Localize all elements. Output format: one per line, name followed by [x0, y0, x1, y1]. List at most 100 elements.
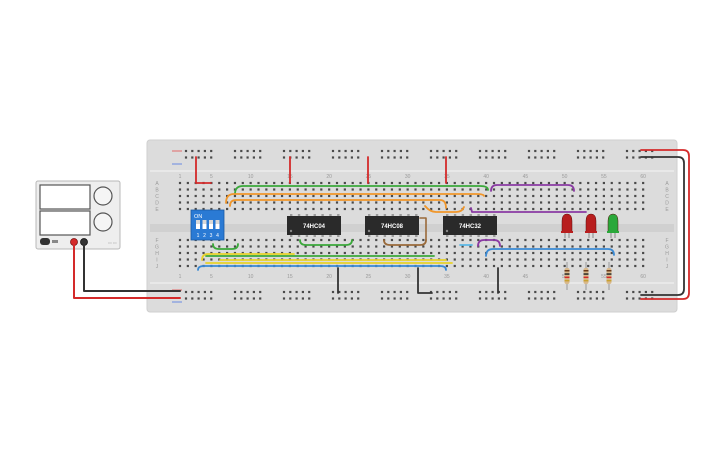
hole[interactable] [422, 238, 425, 242]
hole[interactable] [320, 194, 323, 198]
hole[interactable] [642, 188, 645, 191]
hole[interactable] [288, 245, 291, 248]
hole[interactable] [547, 245, 551, 248]
hole[interactable] [328, 181, 331, 185]
hole[interactable] [320, 238, 323, 242]
hole[interactable] [492, 181, 496, 185]
hole[interactable] [304, 181, 307, 185]
rail-hole[interactable] [259, 156, 262, 159]
hole[interactable] [194, 194, 197, 198]
hole[interactable] [453, 181, 456, 185]
wire-orange-2[interactable] [229, 199, 447, 209]
hole[interactable] [186, 258, 189, 261]
hole[interactable] [587, 207, 590, 211]
rail-hole[interactable] [491, 149, 494, 153]
hole[interactable] [367, 194, 370, 198]
hole[interactable] [532, 245, 535, 248]
hole[interactable] [359, 251, 362, 255]
hole[interactable] [610, 201, 613, 204]
hole[interactable] [461, 201, 464, 204]
rail-hole[interactable] [553, 290, 556, 294]
hole[interactable] [555, 258, 558, 261]
wire-purple-mid[interactable] [470, 207, 587, 213]
hole[interactable] [626, 264, 629, 268]
hole[interactable] [437, 238, 441, 242]
rail-hole[interactable] [534, 149, 537, 153]
hole[interactable] [500, 194, 503, 198]
hole[interactable] [508, 181, 511, 185]
hole[interactable] [508, 188, 511, 191]
hole[interactable] [563, 207, 566, 211]
wire-orange-1[interactable] [225, 193, 485, 204]
rail-hole[interactable] [589, 297, 592, 300]
hole[interactable] [642, 207, 645, 211]
rail-hole[interactable] [632, 149, 635, 153]
hole[interactable] [328, 194, 331, 198]
hole[interactable] [516, 238, 519, 242]
hole[interactable] [241, 238, 244, 242]
rail-hole[interactable] [380, 290, 384, 294]
hole[interactable] [194, 188, 197, 191]
rail-hole[interactable] [282, 290, 286, 294]
rail-hole[interactable] [252, 290, 255, 294]
hole[interactable] [241, 245, 244, 248]
hole[interactable] [594, 188, 598, 191]
hole[interactable] [563, 188, 566, 191]
rail-hole[interactable] [289, 290, 292, 294]
wire-purple-low[interactable] [477, 239, 501, 247]
rail-hole[interactable] [387, 149, 390, 153]
hole[interactable] [359, 201, 362, 204]
dip-toggle-4[interactable] [215, 220, 220, 229]
rail-hole[interactable] [478, 156, 482, 159]
hole[interactable] [540, 258, 543, 261]
rail-hole[interactable] [534, 297, 537, 300]
hole[interactable] [618, 258, 621, 261]
hole[interactable] [508, 238, 511, 242]
hole[interactable] [265, 188, 268, 191]
hole[interactable] [477, 194, 480, 198]
hole[interactable] [194, 201, 197, 204]
rail-hole[interactable] [350, 290, 353, 294]
hole[interactable] [453, 251, 456, 255]
hole[interactable] [445, 245, 448, 248]
wire-blue-right[interactable] [485, 248, 615, 257]
hole[interactable] [233, 245, 237, 248]
rail-hole[interactable] [491, 290, 494, 294]
hole[interactable] [178, 245, 182, 248]
rail-hole[interactable] [436, 290, 439, 294]
rail-hole[interactable] [289, 149, 292, 153]
hole[interactable] [186, 264, 189, 268]
rail-hole[interactable] [576, 290, 580, 294]
hole[interactable] [186, 194, 189, 198]
hole[interactable] [383, 207, 386, 211]
rail-hole[interactable] [589, 156, 592, 159]
hole[interactable] [257, 181, 260, 185]
hole[interactable] [602, 251, 605, 255]
hole[interactable] [367, 207, 370, 211]
rail-hole[interactable] [240, 297, 243, 300]
hole[interactable] [532, 188, 535, 191]
hole[interactable] [359, 181, 362, 185]
hole[interactable] [414, 188, 417, 191]
hole[interactable] [273, 194, 276, 198]
hole[interactable] [273, 238, 276, 242]
hole[interactable] [367, 238, 370, 242]
hole[interactable] [485, 258, 488, 261]
rail-hole[interactable] [553, 149, 556, 153]
hole[interactable] [532, 251, 535, 255]
hole[interactable] [485, 188, 488, 191]
rail-hole[interactable] [344, 290, 347, 294]
hole[interactable] [563, 264, 566, 268]
leds[interactable] [561, 213, 619, 238]
hole[interactable] [241, 181, 244, 185]
hole[interactable] [304, 207, 307, 211]
hole[interactable] [524, 245, 527, 248]
rail-hole[interactable] [406, 156, 409, 159]
hole[interactable] [398, 238, 401, 242]
hole[interactable] [288, 238, 291, 242]
hole[interactable] [547, 188, 551, 191]
hole[interactable] [461, 238, 464, 242]
hole[interactable] [571, 245, 574, 248]
rail-hole[interactable] [387, 156, 390, 159]
hole[interactable] [437, 201, 441, 204]
